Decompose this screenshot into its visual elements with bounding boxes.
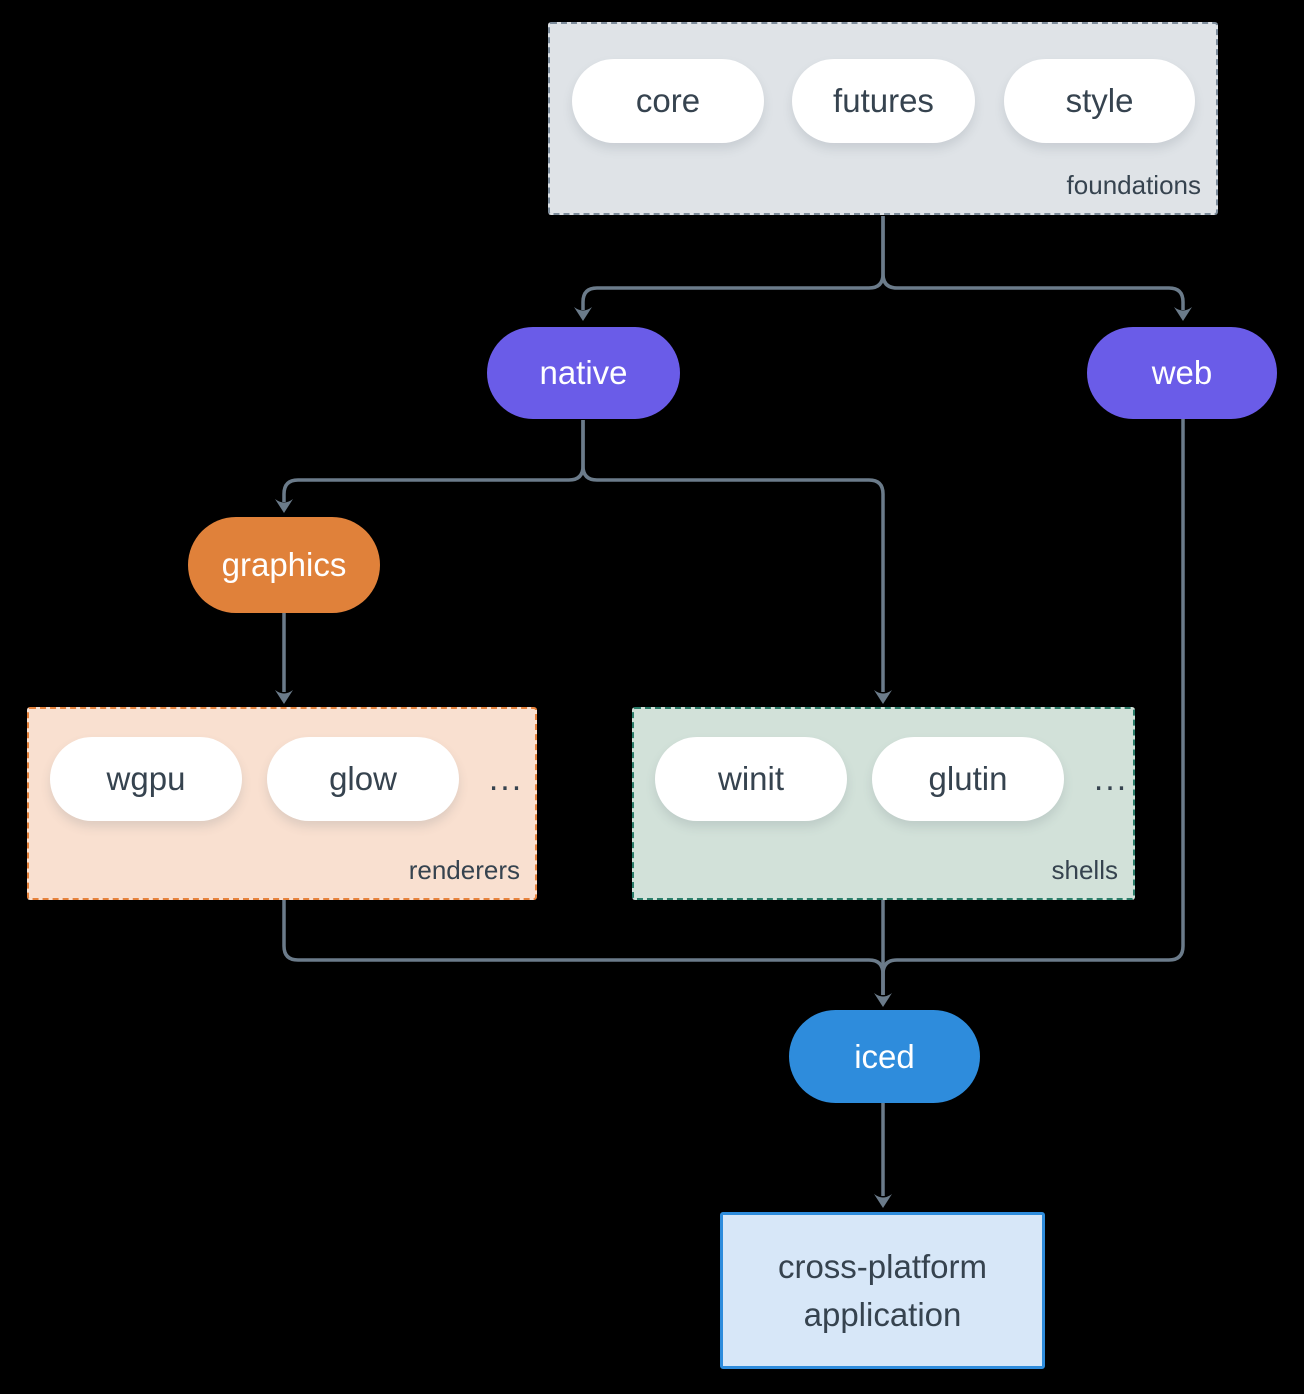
arrowhead-graphics	[275, 499, 293, 513]
node-core: core	[572, 59, 764, 143]
arrowhead-web	[1174, 307, 1192, 321]
arrowhead-renderers	[275, 690, 293, 704]
application-node: cross-platform application	[720, 1212, 1045, 1369]
shells-group: winit glutin ... shells	[632, 707, 1135, 900]
renderers-label: renderers	[408, 855, 520, 885]
edge-foundations-native	[581, 216, 885, 310]
edge-renderers-iced	[282, 899, 885, 995]
renderers-group: wgpu glow ... renderers	[27, 707, 537, 900]
foundations-group: core futures style foundations	[548, 22, 1218, 215]
node-graphics: graphics	[188, 517, 380, 613]
node-glow: glow	[267, 737, 459, 821]
application-label-line2: application	[803, 1295, 962, 1333]
arrowhead-iced	[874, 993, 892, 1007]
edge-native-shells	[581, 420, 885, 692]
node-wgpu: wgpu	[50, 737, 242, 821]
application-label-line1: cross-platform	[777, 1247, 988, 1285]
edge-foundations-web	[881, 216, 1185, 310]
arrowhead-native	[574, 307, 592, 321]
foundations-label: foundations	[1066, 170, 1201, 200]
node-winit: winit	[655, 737, 847, 821]
renderers-ellipsis: ...	[488, 759, 524, 798]
arrowhead-shells	[874, 690, 892, 704]
shells-ellipsis: ...	[1093, 759, 1129, 798]
node-glutin: glutin	[872, 737, 1064, 821]
edge-native-graphics	[282, 420, 585, 502]
node-futures: futures	[792, 59, 975, 143]
node-web: web	[1087, 327, 1277, 419]
arrowhead-application	[874, 1194, 892, 1208]
node-iced: iced	[789, 1010, 980, 1103]
node-native: native	[487, 327, 680, 419]
shells-label: shells	[1051, 855, 1118, 885]
node-style: style	[1004, 59, 1195, 143]
